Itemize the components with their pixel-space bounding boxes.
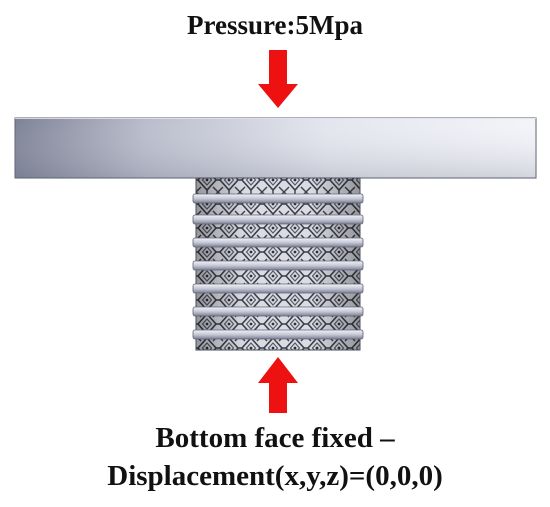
lattice-specimen	[192, 177, 364, 351]
compression-plate	[14, 117, 537, 179]
boundary-condition-label: Bottom face fixed –	[155, 422, 395, 454]
displacement-label: Displacement(x,y,z)=(0,0,0)	[107, 460, 443, 492]
arrow-down-icon	[258, 50, 298, 108]
support-rings	[192, 193, 364, 340]
arrow-up-icon	[258, 357, 298, 413]
pressure-label: Pressure:5Mpa	[187, 10, 363, 40]
